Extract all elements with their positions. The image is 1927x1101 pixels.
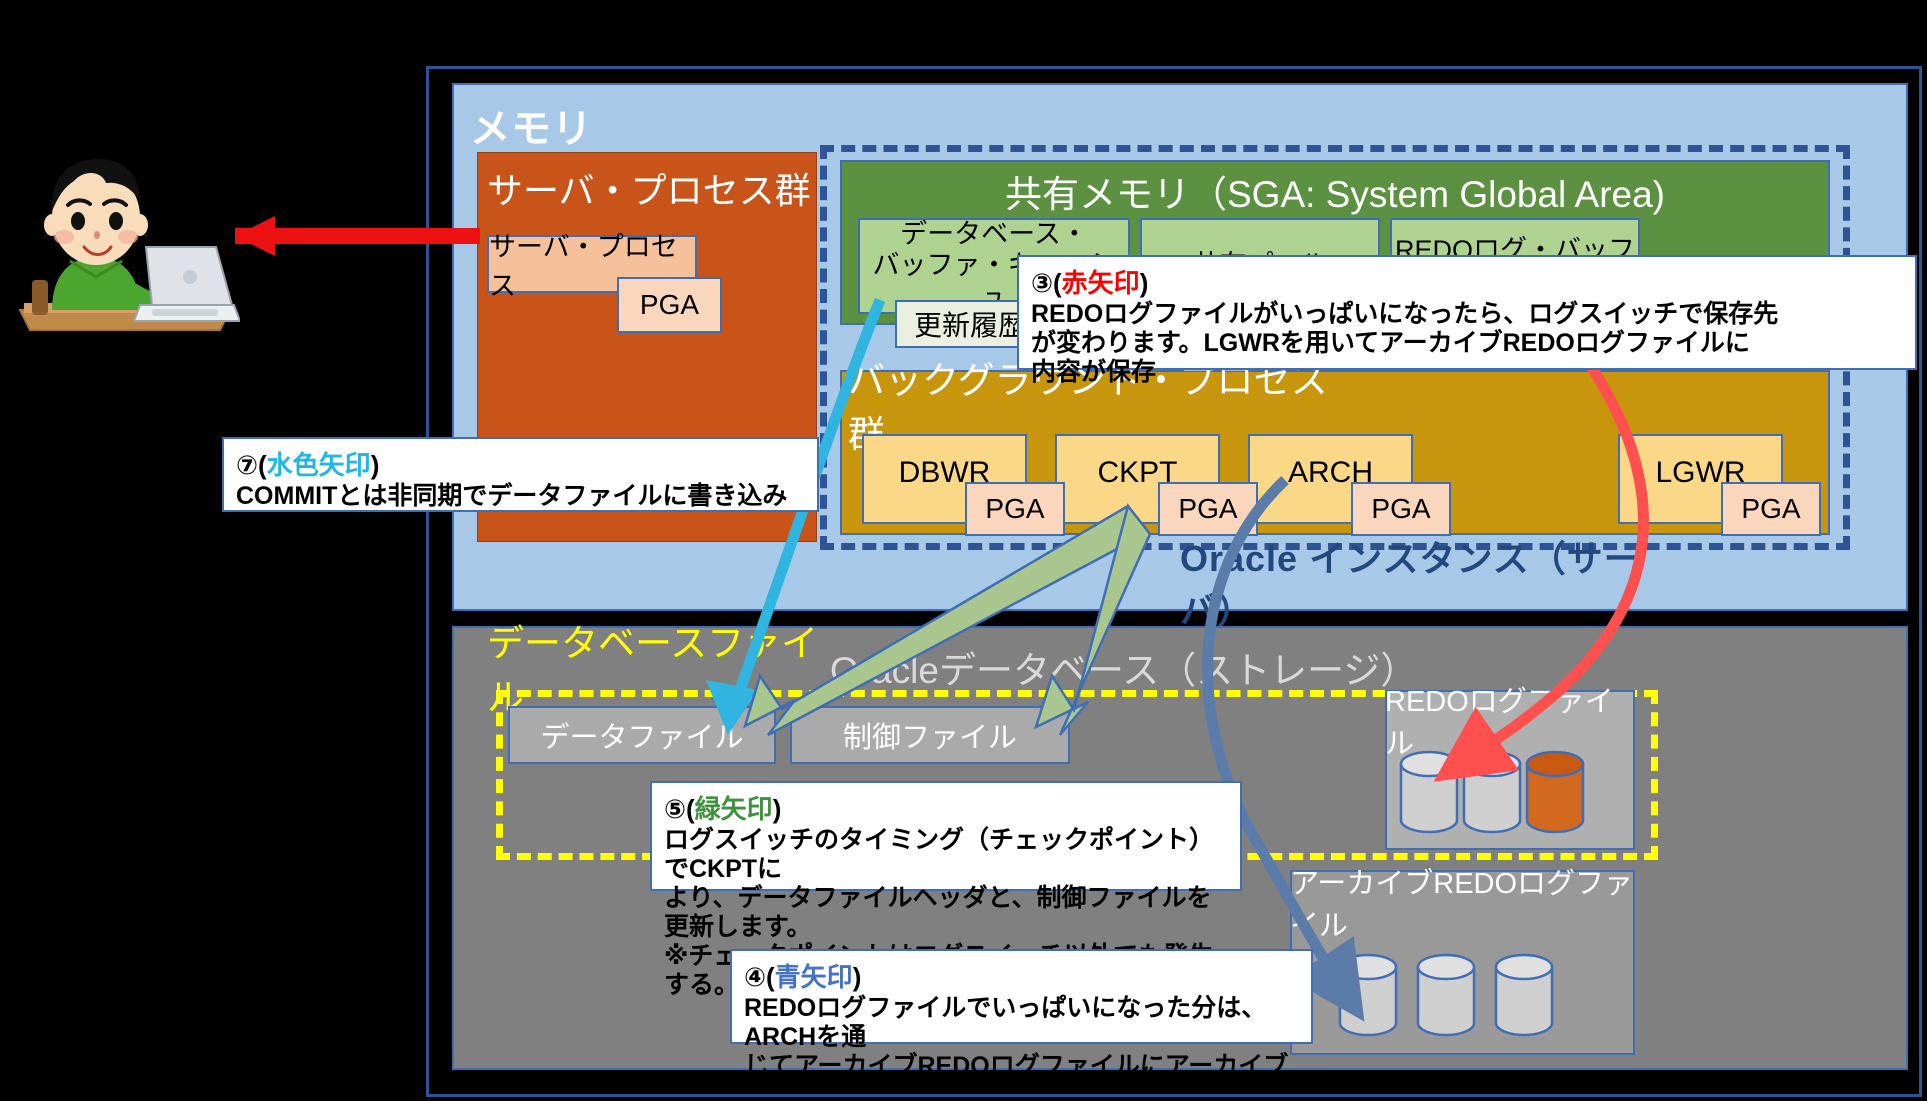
callout-7-line1: COMMITとは非同期でデータファイルに書き込み — [236, 482, 788, 510]
server-process-pga-box: PGA — [617, 277, 722, 333]
callout-4-close: ) — [852, 962, 862, 992]
callout-5-arrow-name: 緑矢印 — [694, 794, 773, 824]
callout-5-number: ⑤( — [664, 794, 695, 824]
callout-5-line2: より、データファイルヘッダと、制御ファイルを更新します。 — [664, 884, 1212, 941]
buffer-cache-line1: データベース・ — [900, 219, 1088, 250]
callout-5-line1: ログスイッチのタイミング（チェックポイント）でCKPTに — [664, 826, 1215, 883]
callout-7-title: ⑦(水色矢印) — [236, 445, 807, 482]
callout-5-green-arrow: ⑤(緑矢印) ログスイッチのタイミング（チェックポイント）でCKPTに より、デ… — [650, 781, 1242, 999]
data-file-box: データファイル — [508, 706, 776, 764]
callout-4-line2: じてアーカイブREDOログファイルにアーカイブ — [744, 1052, 1289, 1080]
redo-log-files-label: REDOログファイル — [1385, 686, 1614, 760]
callout-4-arrow-name: 青矢印 — [774, 962, 853, 992]
database-file-label: データベースファイル — [487, 623, 819, 718]
callout-3-arrow-name: 赤矢印 — [1061, 268, 1140, 298]
callout-3-red-arrow: ③(赤矢印) REDOログファイルがいっぱいになったら、ログスイッチで保存先 が… — [1017, 255, 1917, 386]
callout-4-blue-arrow: ④(青矢印) REDOログファイルでいっぱいになった分は、ARCHを通 じてアー… — [730, 949, 1313, 1080]
callout-4-line1: REDOログファイルでいっぱいになった分は、ARCHを通 — [744, 994, 1267, 1051]
callout-3-line2: が変わります。LGWRを用いてアーカイブREDOログファイルに — [1031, 329, 1750, 357]
callout-3-title: ③(赤矢印) — [1031, 263, 1905, 300]
callout-5-close: ) — [772, 794, 782, 824]
callout-3-number: ③( — [1031, 268, 1062, 298]
callout-3-line3: 内容が保存 — [1031, 358, 1157, 386]
control-file-box: 制御ファイル — [790, 706, 1070, 764]
server-process-box: サーバ・プロセス — [487, 232, 697, 301]
pga-lgwr: PGA — [1721, 482, 1821, 536]
user-person-illustration — [18, 159, 240, 331]
pga-arch: PGA — [1351, 482, 1451, 536]
pga-dbwr: PGA — [965, 482, 1065, 536]
callout-4-number: ④( — [744, 962, 775, 992]
sga-title: 共有メモリ（SGA: System Global Area) — [1004, 174, 1665, 215]
archive-redo-log-files-label: アーカイブREDOログファイル — [1290, 868, 1634, 942]
callout-7-cyan-arrow: ⑦(水色矢印) COMMITとは非同期でデータファイルに書き込み — [222, 437, 819, 512]
callout-5-title: ⑤(緑矢印) — [664, 789, 1230, 826]
callout-7-arrow-name: 水色矢印 — [266, 450, 371, 480]
storage-title: Oracleデータベース（ストレージ） — [830, 650, 1418, 691]
callout-3-close: ) — [1139, 268, 1149, 298]
callout-3-line1: REDOログファイルがいっぱいになったら、ログスイッチで保存先 — [1031, 300, 1779, 328]
pga-ckpt: PGA — [1158, 482, 1258, 536]
callout-4-title: ④(青矢印) — [744, 957, 1301, 994]
memory-label: メモリ — [470, 107, 593, 151]
server-process-group-label: サーバ・プロセス群 — [487, 170, 811, 211]
callout-7-number: ⑦( — [236, 450, 267, 480]
oracle-instance-label: Oracle インスタンス（サーバ） — [1180, 538, 1641, 631]
callout-7-close: ) — [370, 450, 380, 480]
